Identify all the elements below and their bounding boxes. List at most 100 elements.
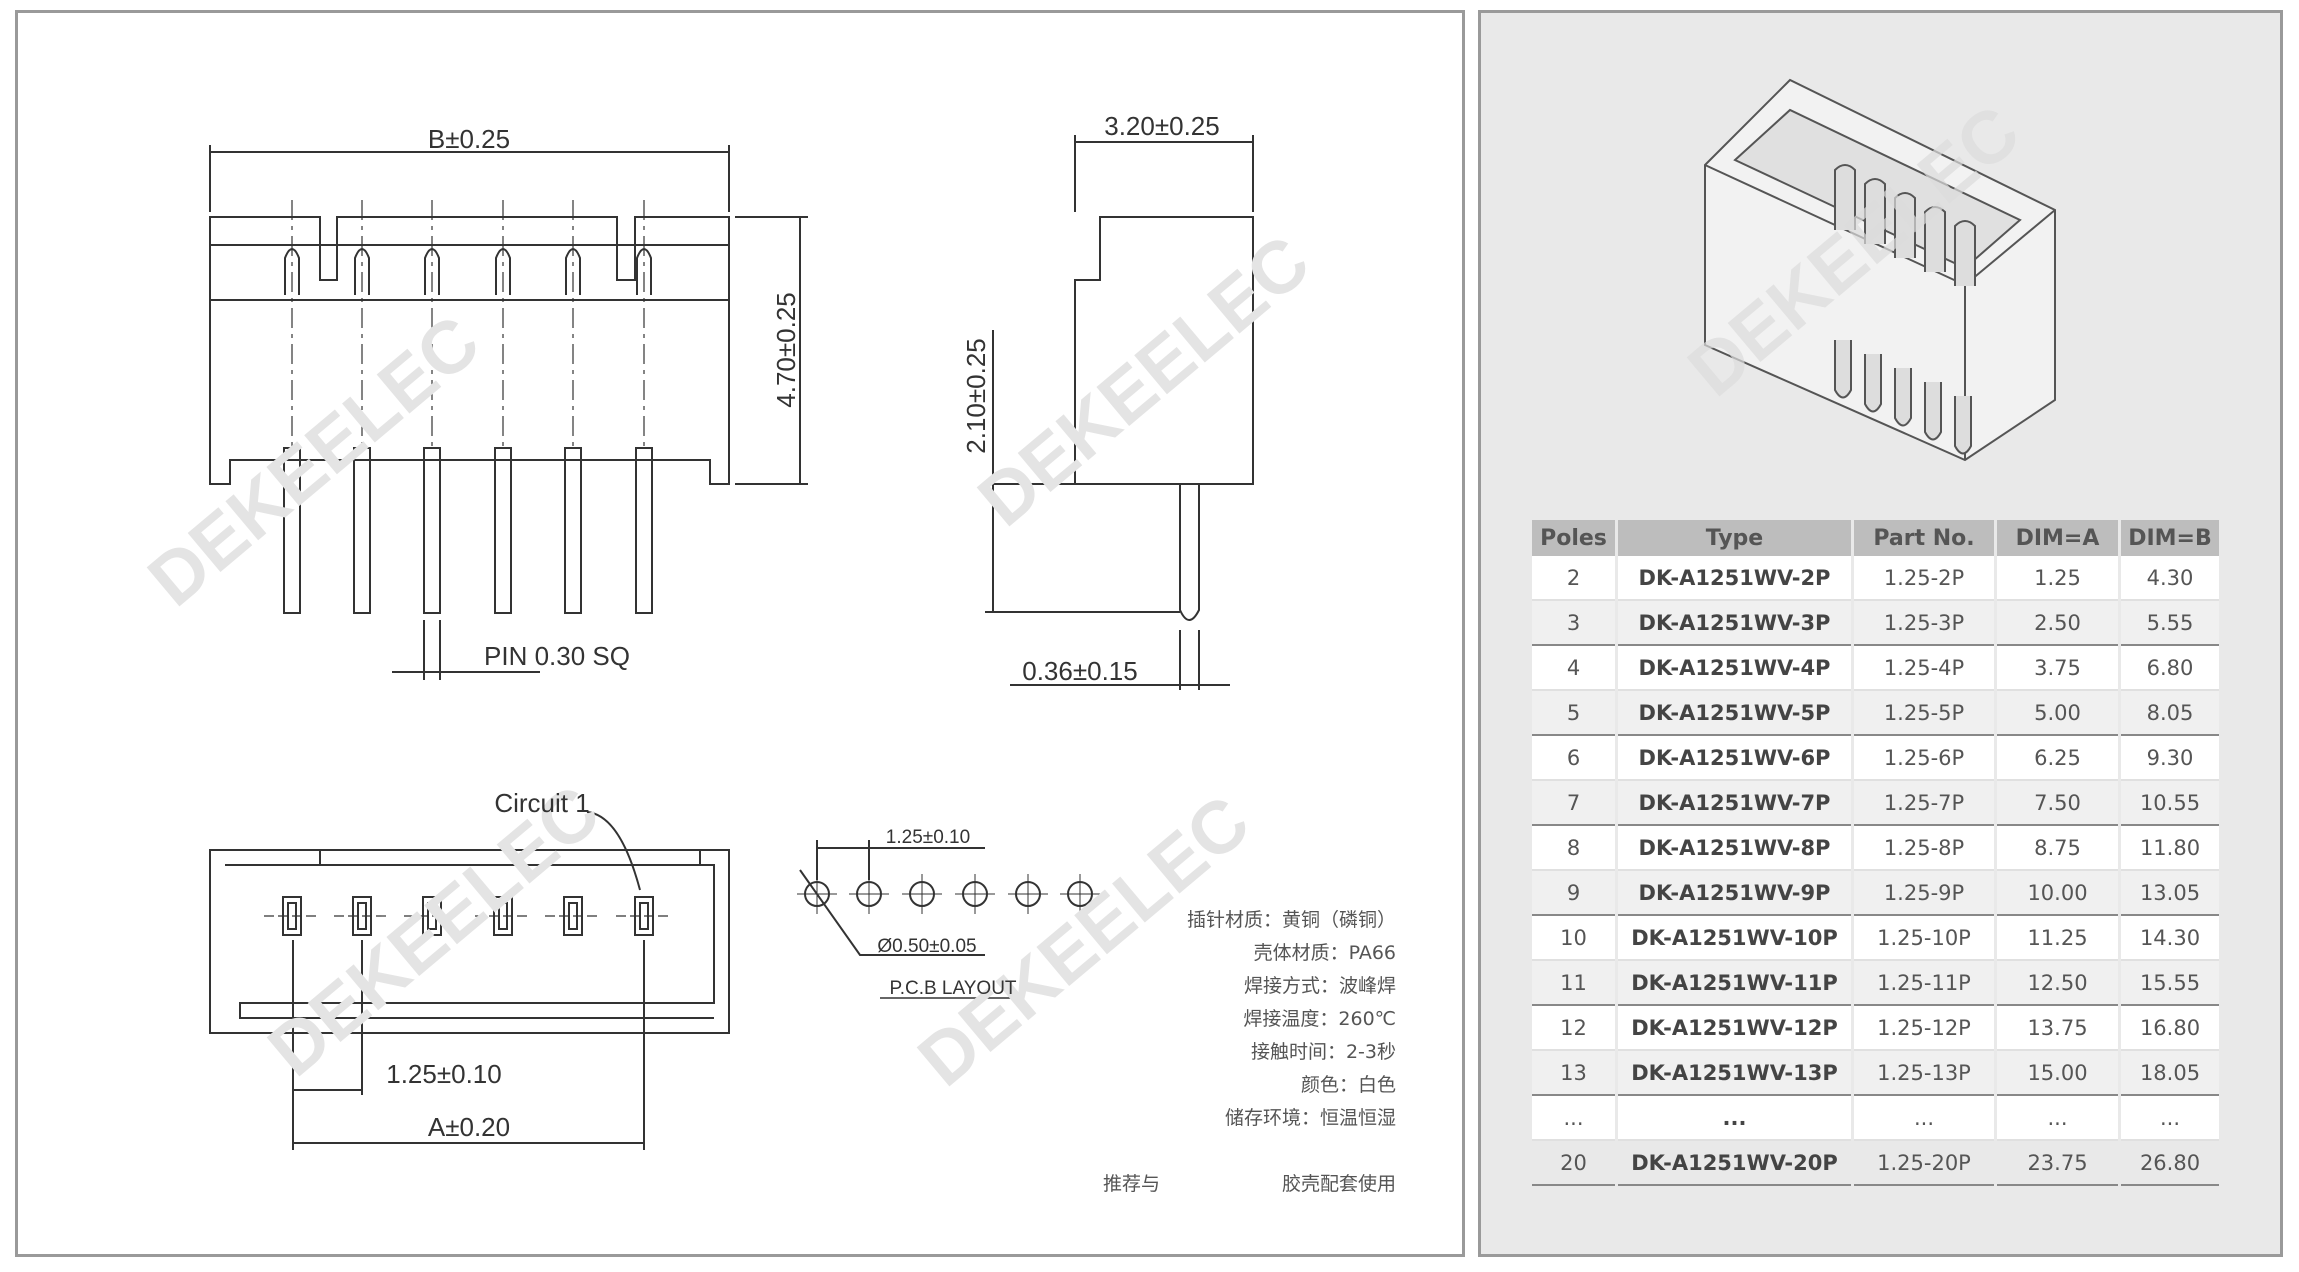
bottom-pin: [616, 896, 672, 936]
type-cell: DK-A1251WV-2P: [1616, 556, 1854, 601]
dim-b-label: B±0.25: [428, 124, 510, 154]
type-cell: DK-A1251WV-9P: [1616, 870, 1854, 916]
type-cell: DK-A1251WV-3P: [1616, 600, 1854, 646]
circuit-1-label: Circuit 1: [494, 788, 589, 818]
table-row: ...............: [1532, 1095, 2222, 1141]
bottom-pin: [545, 896, 601, 936]
pcb-pitch-label: 1.25±0.10: [886, 827, 970, 848]
pin-3d-tail: [1894, 368, 1912, 427]
bottom-pin: [334, 896, 390, 936]
type-cell: DK-A1251WV-10P: [1616, 915, 1854, 961]
pin-thickness-label: 0.36±0.15: [1022, 656, 1137, 686]
type-cell: DK-A1251WV-11P: [1616, 960, 1854, 1006]
type-cell: DK-A1251WV-8P: [1616, 825, 1854, 871]
dim-a-cell: 6.25: [1995, 735, 2121, 781]
dim-b-cell: 26.80: [2119, 1140, 2222, 1186]
connector-3d-image: [1704, 78, 2056, 462]
poles-cell: 2: [1532, 556, 1618, 601]
dim-a-cell: 10.00: [1995, 870, 2121, 916]
type-cell: DK-A1251WV-4P: [1616, 645, 1854, 691]
type-cell: ...: [1616, 1095, 1854, 1141]
col-part-no: Part No.: [1852, 520, 1997, 556]
part-no-cell: 1.25-3P: [1852, 600, 1997, 646]
poles-cell: 7: [1532, 780, 1618, 826]
recommend-right: 胶壳配套使用: [1282, 1173, 1396, 1195]
dim-a-cell: 1.25: [1995, 556, 2121, 601]
poles-cell: 9: [1532, 870, 1618, 916]
front-view: [209, 145, 808, 680]
spec-line: 接触时间：2-3秒: [1251, 1041, 1396, 1063]
dim-a-cell: ...: [1995, 1095, 2121, 1141]
side-height-label: 2.10±0.25: [961, 338, 991, 453]
poles-cell: 4: [1532, 645, 1618, 691]
type-cell: DK-A1251WV-20P: [1616, 1140, 1854, 1186]
pitch-label: 1.25±0.10: [386, 1059, 501, 1089]
spec-line: 插针材质：黄铜（磷铜）: [1187, 909, 1396, 931]
poles-cell: 3: [1532, 600, 1618, 646]
part-no-cell: 1.25-7P: [1852, 780, 1997, 826]
col-dim-b: DIM=B: [2119, 520, 2222, 556]
dim-b-cell: 16.80: [2119, 1005, 2222, 1051]
spec-line: 焊接温度：260℃: [1243, 1008, 1396, 1030]
pin-3d: [1894, 192, 1916, 258]
pcb-hole-label: Ø0.50±0.05: [877, 936, 976, 957]
pin-3d: [1954, 220, 1976, 286]
type-cell: DK-A1251WV-13P: [1616, 1050, 1854, 1096]
type-cell: DK-A1251WV-12P: [1616, 1005, 1854, 1051]
side-width-label: 3.20±0.25: [1104, 111, 1219, 141]
dim-b-cell: 11.80: [2119, 825, 2222, 871]
pcb-layout: [797, 840, 1100, 999]
type-cell: DK-A1251WV-7P: [1616, 780, 1854, 826]
bottom-view: [209, 811, 730, 1150]
dim-b-cell: 4.30: [2119, 556, 2222, 601]
part-no-cell: 1.25-13P: [1852, 1050, 1997, 1096]
col-poles: Poles: [1532, 520, 1618, 556]
dim-a-cell: 13.75: [1995, 1005, 2121, 1051]
col-dim-a: DIM=A: [1995, 520, 2121, 556]
poles-cell: 13: [1532, 1050, 1618, 1096]
poles-cell: 5: [1532, 690, 1618, 736]
type-cell: DK-A1251WV-5P: [1616, 690, 1854, 736]
spec-line: 储存环境：恒温恒湿: [1225, 1107, 1396, 1129]
dim-a-cell: 5.00: [1995, 690, 2121, 736]
dim-b-cell: 18.05: [2119, 1050, 2222, 1096]
dim-b-cell: ...: [2119, 1095, 2222, 1141]
part-no-cell: 1.25-11P: [1852, 960, 1997, 1006]
pin-3d-tail: [1864, 354, 1882, 413]
pin: [564, 200, 582, 614]
pin-3d-tail: [1954, 396, 1972, 455]
part-no-cell: 1.25-20P: [1852, 1140, 1997, 1186]
dim-a-cell: 7.50: [1995, 780, 2121, 826]
poles-cell: 6: [1532, 735, 1618, 781]
part-no-cell: 1.25-4P: [1852, 645, 1997, 691]
dim-a-cell: 11.25: [1995, 915, 2121, 961]
table-header: Poles Type Part No. DIM=A DIM=B: [1532, 520, 2222, 556]
part-no-cell: 1.25-8P: [1852, 825, 1997, 871]
poles-cell: 8: [1532, 825, 1618, 871]
dim-b-cell: 5.55: [2119, 600, 2222, 646]
dim-b-cell: 14.30: [2119, 915, 2222, 961]
pin-3d: [1834, 164, 1856, 230]
watermark: DEKEELEC: [963, 219, 1325, 542]
dim-a-label: A±0.20: [428, 1112, 510, 1142]
poles-cell: 20: [1532, 1140, 1618, 1186]
dim-a-cell: 12.50: [1995, 960, 2121, 1006]
pin: [353, 200, 371, 614]
spec-line: 壳体材质：PA66: [1254, 942, 1396, 964]
type-cell: DK-A1251WV-6P: [1616, 735, 1854, 781]
dim-b-cell: 9.30: [2119, 735, 2222, 781]
dim-b-cell: 15.55: [2119, 960, 2222, 1006]
dim-b-cell: 10.55: [2119, 780, 2222, 826]
dim-a-cell: 3.75: [1995, 645, 2121, 691]
dim-b-cell: 13.05: [2119, 870, 2222, 916]
poles-cell: 11: [1532, 960, 1618, 1006]
